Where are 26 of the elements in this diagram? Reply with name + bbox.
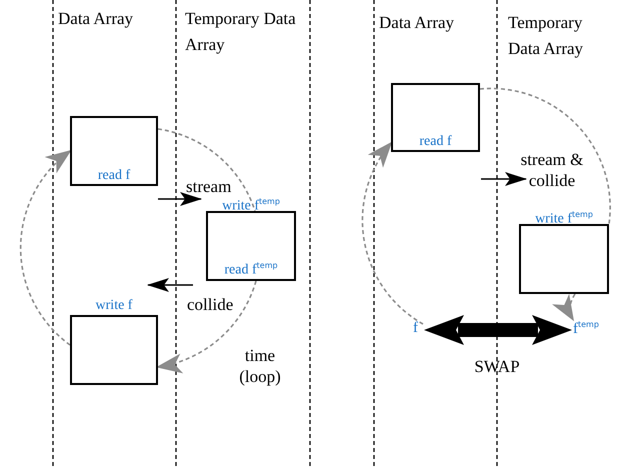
variable-label: f: [413, 320, 418, 337]
access-label: read f: [418, 134, 453, 150]
swap-arrow: [424, 315, 572, 345]
loop-arrow: [552, 294, 576, 322]
loop-arrow: [20, 150, 72, 346]
loop-arrow: [156, 280, 257, 372]
access-label: read f: [96, 168, 132, 184]
column-header: Data Array: [379, 12, 456, 34]
column-header: Temporary Data Array: [185, 8, 297, 56]
edge-label: time (loop): [238, 345, 282, 387]
access-label: read f$^{temp}$: [223, 260, 279, 279]
arrow: [147, 278, 193, 292]
column-header: Temporary Data Array: [508, 12, 584, 60]
arrow: [158, 192, 202, 206]
variable-label: f$^{temp}$: [573, 316, 599, 338]
access-label: write f$^{temp}$: [221, 196, 281, 215]
edge-label: collide: [187, 294, 234, 315]
array-box: [391, 83, 480, 152]
column-header: Data Array: [58, 8, 134, 30]
access-label: write f: [94, 298, 134, 314]
edge-label: stream: [186, 176, 232, 197]
access-label: write f$^{temp}$: [534, 209, 594, 228]
array-box: [70, 116, 158, 186]
edge-label: SWAP: [473, 356, 521, 377]
arrow: [481, 172, 527, 186]
edge-label: stream & collide: [520, 149, 584, 191]
